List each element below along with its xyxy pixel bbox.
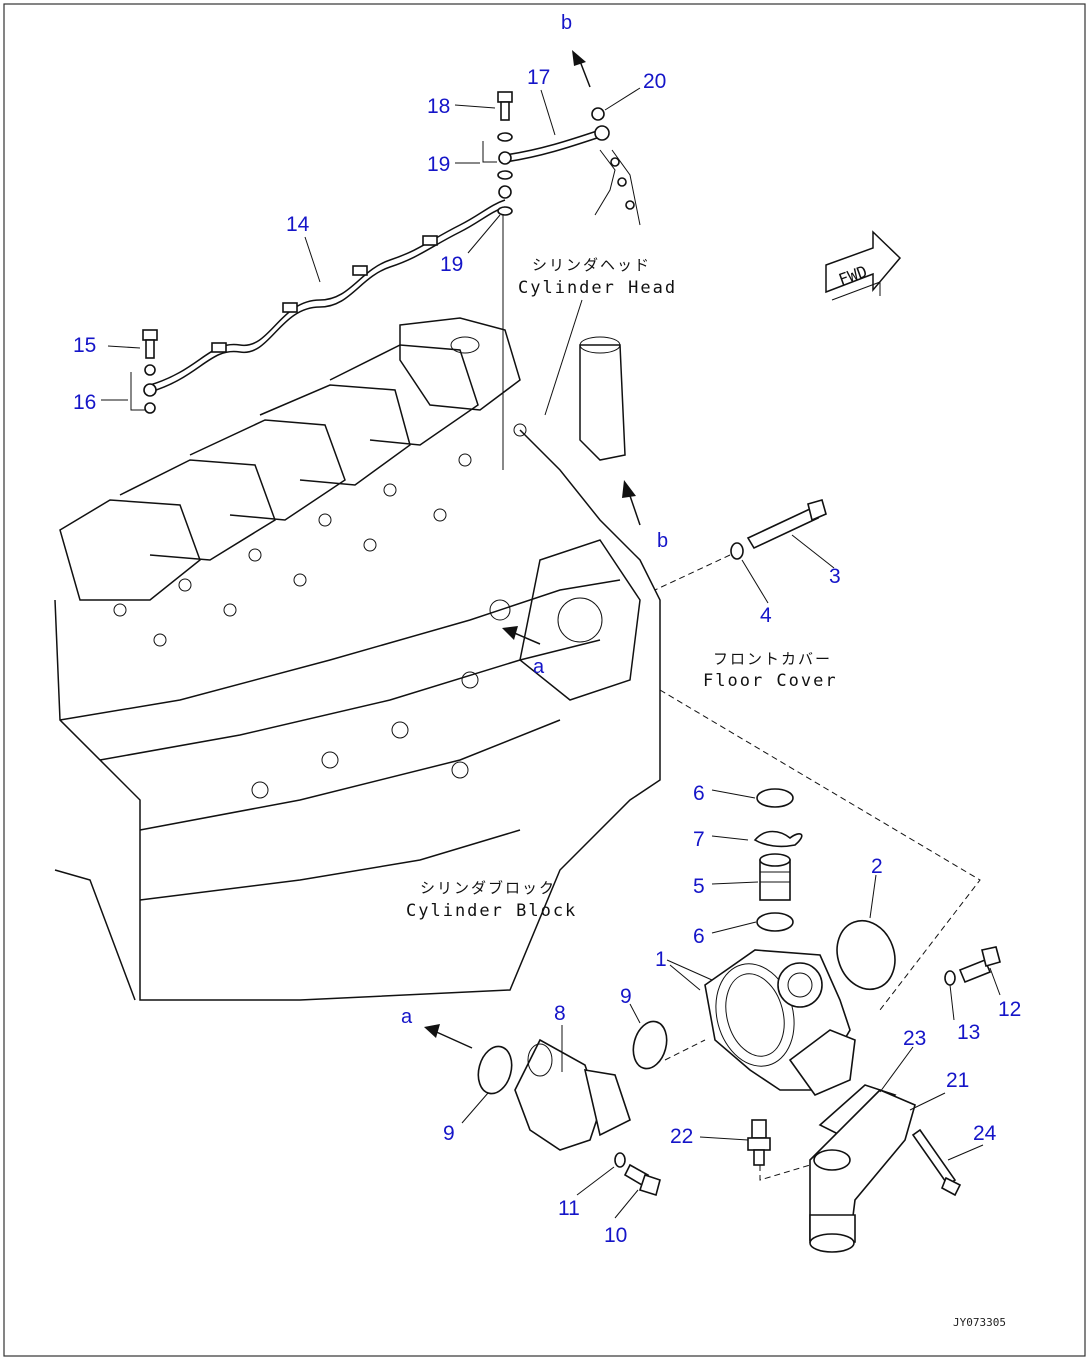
arrow-letter-a-mid: a	[533, 656, 545, 678]
arrow-letter-a-bottom: a	[401, 1006, 413, 1028]
part-number-callouts: 1 2 3 4 5 6 6 7 8 9 9 10 11 12 13 14 15 …	[73, 66, 1021, 1247]
arrow-letter-b-top: b	[561, 12, 572, 34]
callout-13: 13	[957, 1021, 980, 1044]
callout-8: 8	[554, 1002, 566, 1025]
callout-6-lower: 6	[693, 925, 705, 948]
callout-19-lower: 19	[440, 253, 463, 276]
cylinder-head-label-jp: シリンダヘッド	[532, 256, 651, 274]
callout-16: 16	[73, 391, 96, 414]
callout-1: 1	[655, 948, 667, 971]
arrow-letter-b-mid: b	[657, 530, 668, 552]
callout-22: 22	[670, 1125, 693, 1148]
fwd-label: FWD	[836, 262, 870, 290]
seal-6-upper	[756, 788, 794, 808]
front-cover-label-jp: フロントカバー	[713, 650, 832, 668]
sensor-22	[747, 1119, 771, 1166]
cylinder-head-label-en: Cylinder Head	[518, 278, 677, 298]
callout-20: 20	[643, 70, 666, 93]
cylinder-block-label-en: Cylinder Block	[406, 901, 577, 921]
hose-14	[149, 199, 506, 393]
bolt-12	[958, 946, 1001, 984]
washer-4	[730, 542, 744, 560]
callout-9-left: 9	[443, 1122, 455, 1145]
arrow-letter-callouts: b b a a	[401, 12, 668, 1028]
callout-3: 3	[829, 565, 841, 588]
pipe-17	[504, 125, 610, 163]
housing-1	[704, 949, 856, 1096]
callout-10: 10	[604, 1224, 627, 1247]
bracket-21	[809, 1089, 916, 1253]
joint-19	[482, 132, 513, 470]
bolt-15	[142, 329, 158, 359]
component-labels: シリンダヘッド Cylinder Head フロントカバー Floor Cove…	[406, 256, 838, 921]
callout-7: 7	[693, 828, 705, 851]
o-ring-9-left	[477, 1045, 513, 1095]
callout-24: 24	[973, 1122, 997, 1145]
direction-arrows	[424, 50, 641, 1049]
callout-17: 17	[527, 66, 550, 89]
engine-block-drawing	[54, 317, 661, 1001]
bolt-18	[497, 91, 513, 121]
front-cover-label-en: Floor Cover	[703, 671, 838, 691]
callout-19-upper: 19	[427, 153, 450, 176]
cylinder-block-label-jp: シリンダブロック	[420, 879, 556, 897]
washer-11	[614, 1152, 626, 1168]
leader-lines	[101, 87, 1001, 1219]
seal-6-lower	[756, 912, 794, 932]
joint-16	[130, 364, 157, 414]
seal-7	[753, 830, 803, 848]
washer-13	[944, 970, 956, 986]
diagram-border	[3, 3, 1086, 1357]
fwd-direction-badge: FWD	[825, 230, 902, 301]
callout-14: 14	[286, 213, 310, 236]
nut-20	[591, 107, 641, 226]
bolt-24	[911, 1128, 962, 1197]
callout-6-upper: 6	[693, 782, 705, 805]
callout-2: 2	[871, 855, 883, 878]
callout-11: 11	[558, 1197, 580, 1220]
callout-15: 15	[73, 334, 96, 357]
elbow-8	[514, 1038, 631, 1151]
o-ring-9-right	[632, 1020, 668, 1070]
callout-9-right: 9	[620, 985, 632, 1008]
bolt-3	[746, 499, 827, 550]
callout-12: 12	[998, 998, 1021, 1021]
gasket-2	[836, 919, 896, 991]
drawing-code: JY073305	[953, 1316, 1006, 1329]
callout-4: 4	[760, 604, 772, 627]
callout-5: 5	[693, 875, 705, 898]
bolt-10	[623, 1163, 661, 1197]
callout-21: 21	[946, 1069, 969, 1092]
callout-18: 18	[427, 95, 450, 118]
thermostat-5	[759, 853, 791, 901]
callout-23: 23	[903, 1027, 926, 1050]
